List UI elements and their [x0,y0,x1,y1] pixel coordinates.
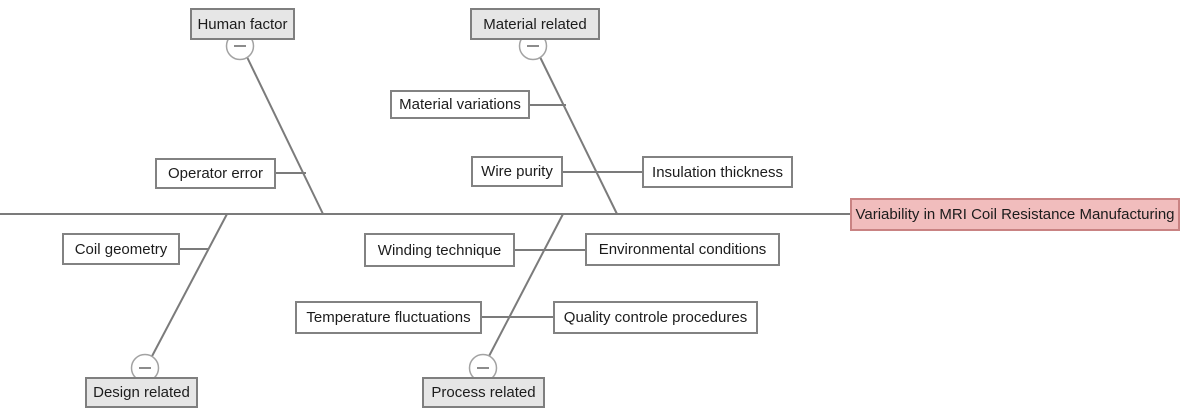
cause-box-winding-technique[interactable]: Winding technique [364,233,515,267]
cause-box-quality-controle-procedures[interactable]: Quality controle procedures [553,301,758,334]
branch-line-human-factor [246,56,324,215]
branch-line-process-related [486,213,564,361]
cause-box-wire-purity[interactable]: Wire purity [471,156,563,187]
effect-box[interactable]: Variability in MRI Coil Resistance Manuf… [850,198,1180,231]
cause-box-insulation-thickness[interactable]: Insulation thickness [642,156,793,188]
branch-line-design-related [149,213,228,361]
collapse-button-process-related[interactable] [468,353,498,383]
category-box-process-related[interactable]: Process related [422,377,545,408]
cause-box-coil-geometry[interactable]: Coil geometry [62,233,180,265]
branch-line-material-related [539,56,618,215]
category-box-material-related[interactable]: Material related [470,8,600,40]
category-box-human-factor[interactable]: Human factor [190,8,295,40]
cause-box-material-variations[interactable]: Material variations [390,90,530,119]
cause-box-environmental-conditions[interactable]: Environmental conditions [585,233,780,266]
cause-box-operator-error[interactable]: Operator error [155,158,276,189]
cause-box-temperature-fluctuations[interactable]: Temperature fluctuations [295,301,482,334]
category-box-design-related[interactable]: Design related [85,377,198,408]
